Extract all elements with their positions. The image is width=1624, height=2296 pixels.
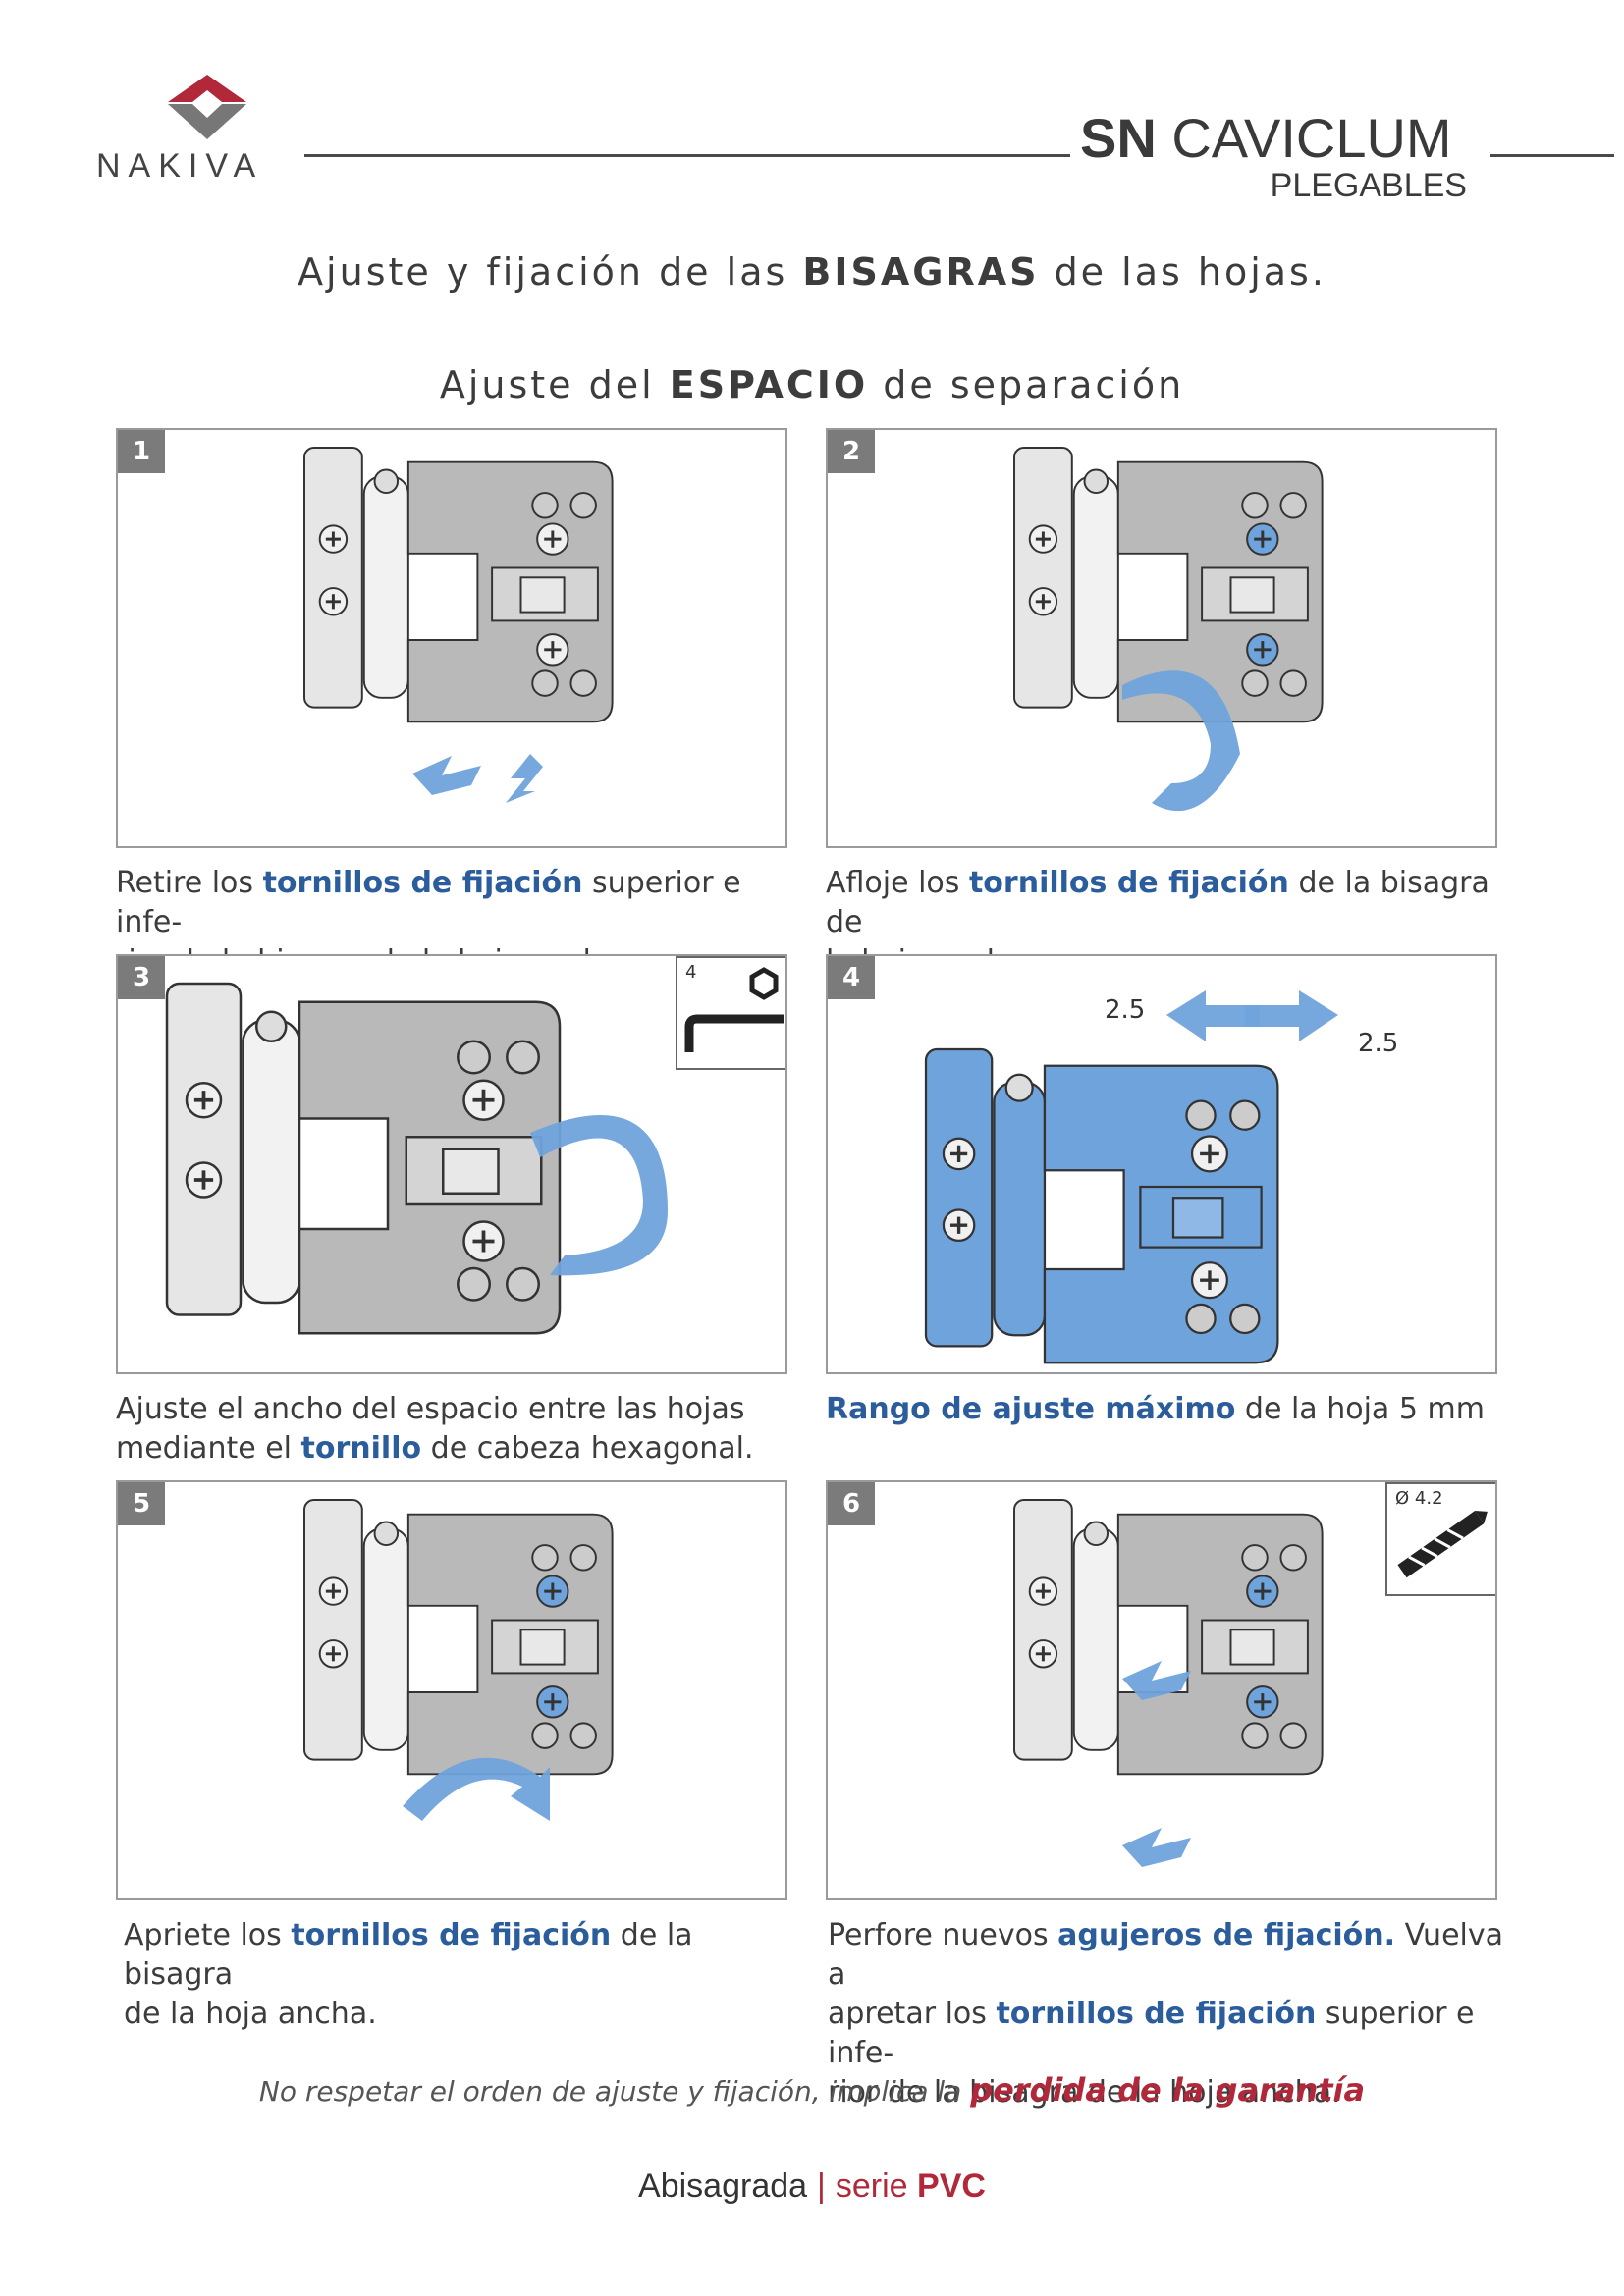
hinge-illustration: [165, 982, 668, 1335]
product-title-name: CAVICLUM: [1171, 107, 1452, 169]
footer-category: Abisagrada: [638, 2167, 808, 2205]
caption-text: de cabeza hexagonal.: [421, 1431, 754, 1466]
caption-text: apretar los: [828, 1997, 997, 2031]
caption-highlight: Rango de ajuste máximo: [826, 1392, 1236, 1426]
caption-text: Ajuste el ancho del espacio entre las ho…: [116, 1392, 745, 1426]
footer-series-name: PVC: [917, 2167, 986, 2205]
step-caption-5: Apriete los tornillos de fijación de la …: [124, 1916, 811, 2034]
caption-text: superior e infe-: [116, 866, 741, 939]
warranty-warning-text: No respetar el orden de ajuste y fijació…: [258, 2075, 971, 2108]
caption-text: Afloje los: [826, 866, 969, 900]
step-panel-6: 6 Ø 4.2: [826, 1480, 1497, 1900]
product-title-bold: SN: [1080, 107, 1157, 169]
caption-highlight: agujeros de fijación.: [1057, 1918, 1396, 1952]
step-caption-4: Rango de ajuste máximo de la hoja 5 mm: [826, 1390, 1513, 1429]
logo-mark-icon: [168, 75, 246, 139]
step-panel-3: 3 4: [116, 954, 787, 1374]
caption-text: superior e infe-: [828, 1997, 1475, 2070]
caption-text: Perfore nuevos: [828, 1918, 1058, 1952]
page-footer: Abisagrada|serie PVC: [0, 2167, 1624, 2206]
hex-key-size-label: 4: [685, 962, 697, 983]
hinge-illustration: [924, 990, 1338, 1364]
logo-text: NAKIVA: [96, 147, 264, 185]
hex-key-icon: [684, 967, 784, 1052]
hinge-illustration: [303, 447, 614, 803]
hinge-illustration: [303, 1499, 614, 1821]
warranty-warning: No respetar el orden de ajuste y fijació…: [0, 2071, 1624, 2109]
step-number-badge: 6: [828, 1482, 875, 1525]
caption-highlight: tornillos de fijación: [262, 866, 583, 900]
hinge-illustration: [1013, 447, 1324, 812]
step-panel-1: 1: [116, 428, 787, 848]
caption-text: Apriete los: [124, 1918, 292, 1952]
step-number-badge: 1: [118, 430, 165, 473]
step-panel-4: 4 2.5 2.5: [826, 954, 1497, 1374]
section-title-pre: Ajuste del: [439, 363, 670, 406]
section-title-post: de separación: [868, 363, 1185, 406]
caption-text: mediante el: [116, 1431, 301, 1466]
page-title-bold: BISAGRAS: [802, 250, 1040, 294]
step-number-badge: 2: [828, 430, 875, 473]
caption-highlight: tornillos de fijación: [996, 1997, 1317, 2031]
step-number-badge: 3: [118, 956, 165, 999]
page-title: Ajuste y fijación de las BISAGRAS de las…: [0, 250, 1624, 294]
drill-bit-icon: [1397, 1511, 1488, 1578]
footer-separator: |: [817, 2167, 826, 2205]
caption-text: de la bisagra: [124, 1918, 693, 1992]
hex-key-tool-box: 4: [676, 956, 785, 1070]
page-title-post: de las hojas.: [1039, 250, 1326, 294]
header-rule-left: [304, 154, 1070, 157]
section-title: Ajuste del ESPACIO de separación: [0, 363, 1624, 406]
hinge-illustration: [1013, 1499, 1324, 1867]
step-number-badge: 5: [118, 1482, 165, 1525]
drill-bit-tool-box: Ø 4.2: [1385, 1482, 1495, 1596]
step-panel-2: 2: [826, 428, 1497, 848]
dimension-left-label: 2.5: [1105, 995, 1146, 1025]
nakiva-logo: NAKIVA: [94, 71, 300, 188]
caption-text: Vuelva a: [828, 1918, 1503, 1992]
product-subtitle: PLEGABLES: [1270, 167, 1467, 204]
product-title: SN CAVICLUM: [1080, 106, 1452, 170]
caption-text: de la hoja ancha.: [124, 1997, 377, 2031]
caption-highlight: tornillos de fijación: [968, 866, 1289, 900]
warranty-warning-bold: perdida de la garantía: [970, 2071, 1366, 2109]
step-caption-6: Perfore nuevos agujeros de fijación. Vue…: [828, 1916, 1515, 2112]
caption-highlight: tornillos de fijación: [291, 1918, 612, 1952]
caption-text: Retire los: [116, 866, 263, 900]
section-title-bold: ESPACIO: [669, 363, 869, 406]
caption-highlight: tornillo: [300, 1431, 422, 1466]
header-rule-right: [1490, 154, 1614, 157]
dimension-right-label: 2.5: [1358, 1029, 1399, 1058]
caption-text: rior de la bisagra de la hoja ancha.: [828, 2075, 1341, 2109]
caption-text: de la bisagra de: [826, 866, 1489, 939]
page-title-pre: Ajuste y fijación de las: [298, 250, 803, 294]
step-panel-5: 5: [116, 1480, 787, 1900]
caption-text: de la hoja 5 mm: [1235, 1392, 1485, 1426]
drill-bit-size-label: Ø 4.2: [1395, 1488, 1443, 1509]
step-number-badge: 4: [828, 956, 875, 999]
step-caption-3: Ajuste el ancho del espacio entre las ho…: [116, 1390, 803, 1468]
footer-serie: serie: [835, 2167, 908, 2205]
